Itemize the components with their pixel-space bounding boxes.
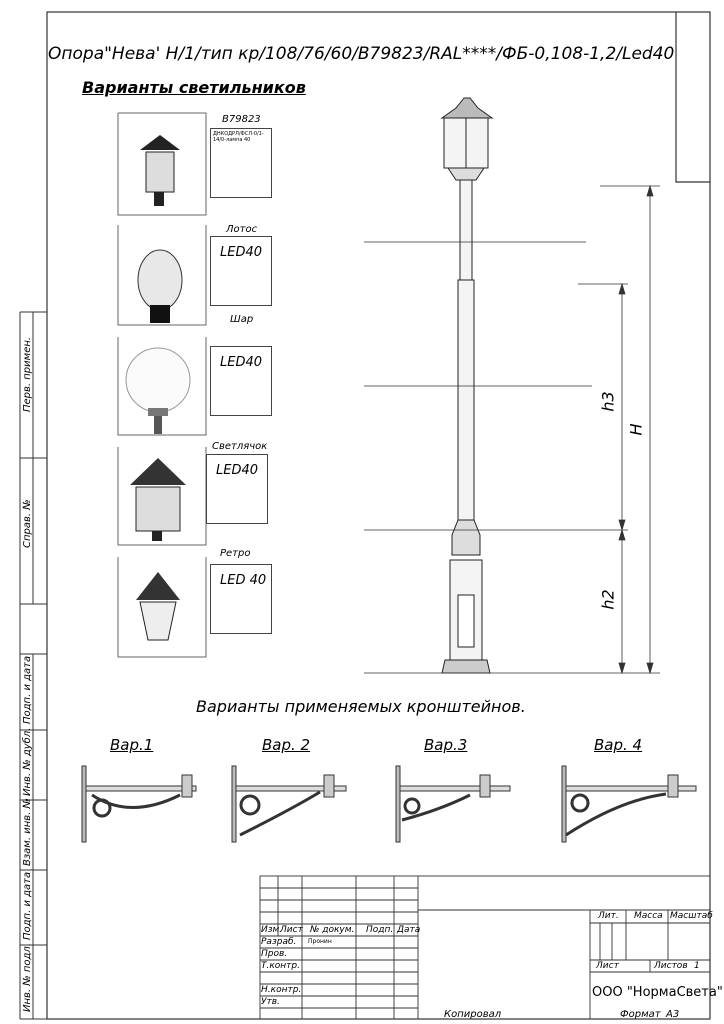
dimension-lines — [618, 184, 654, 675]
side-label-inv-podl: Инв. № подл. — [22, 943, 33, 1012]
bracket-2-drawing — [231, 765, 347, 843]
lamp-name-retro: Ретро — [220, 548, 251, 559]
side-label-podp-data-1: Подп. и дата — [22, 655, 33, 724]
bracket-label-2: Вар. 2 — [262, 736, 311, 754]
side-label-podp-data-2: Подп. и дата — [22, 871, 33, 940]
bracket-label-1: Вар.1 — [110, 736, 154, 754]
dimension-H: H — [626, 423, 646, 436]
stamp-podp: Подп. — [366, 925, 394, 935]
footer-kopiroval: Копировал — [444, 1009, 502, 1020]
lamp-value-lotos: LED40 — [220, 245, 263, 260]
bracket-variants-heading: Варианты применяемых кронштейнов. — [196, 697, 526, 716]
lamp-retro-icon — [136, 572, 180, 641]
lamp-box-shar: LED40 — [210, 346, 272, 416]
lamp-shar-icon — [125, 347, 191, 434]
stamp-razrab: Разраб. — [261, 937, 297, 947]
lamp-value-retro: LED 40 — [220, 573, 267, 588]
lamp-svetlyachok-icon — [130, 458, 186, 541]
pole-drawing — [440, 97, 494, 674]
lamp-variants-heading: Варианты светильников — [82, 78, 306, 97]
lamp-name-svetlyachok: Светлячок — [212, 441, 268, 452]
title-block-grid — [259, 875, 711, 1020]
lamp-value-shar: LED40 — [220, 355, 263, 370]
stamp-masshtab: Масштаб — [670, 911, 713, 921]
lamp-box-b79823: ДНКОДРЛ/ФСЛ-0/1-14/0-лампа 40 — [210, 128, 272, 198]
stamp-utv: Утв. — [261, 997, 280, 1007]
footer-format-val: А3 — [666, 1009, 680, 1020]
footer-format: Формат — [620, 1009, 661, 1020]
stamp-listov-val: 1 — [694, 961, 700, 971]
bracket-4-drawing — [561, 765, 697, 843]
stamp-lit: Лит. — [598, 911, 619, 921]
bracket-1-drawing — [81, 765, 197, 843]
lamp-box-svetlyachok: LED40 — [206, 454, 268, 524]
stamp-ndokum: № докум. — [310, 925, 355, 935]
lamp-name-shar: Шар — [230, 314, 254, 325]
stamp-data: Дата — [397, 925, 421, 935]
lamp-box-lotos: LED40 — [210, 236, 272, 306]
stamp-listov: Листов — [654, 961, 688, 971]
lamp-value-svetlyachok: LED40 — [216, 463, 259, 478]
reference-lines — [364, 185, 660, 674]
stamp-nkontr: Н.контр. — [261, 985, 302, 995]
dimension-h3: h3 — [598, 391, 618, 412]
stamp-prov: Пров. — [261, 949, 288, 959]
stamp-massa: Масса — [634, 911, 663, 921]
side-label-vzam-inv: Взам. инв. № — [22, 798, 33, 866]
stamp-list: Лист — [280, 925, 303, 935]
side-label-perv-primen: Перв. примен. — [22, 336, 33, 412]
bracket-label-4: Вар. 4 — [594, 736, 643, 754]
lamp-b79823-icon — [140, 135, 180, 206]
drawing-title: Опора"Нева' Н/1/тип кр/108/76/60/В79823/… — [48, 44, 675, 64]
lamp-panels — [117, 112, 207, 658]
stamp-tkontr: Т.контр. — [261, 961, 301, 971]
lamp-box-retro: LED 40 — [210, 564, 272, 634]
stamp-list2: Лист — [596, 961, 619, 971]
side-label-inv-dubl: Инв. № дубл. — [22, 727, 33, 796]
stamp-izm: Изм. — [261, 925, 283, 935]
lamp-name-b79823: В79823 — [222, 114, 261, 125]
dimension-h2: h2 — [598, 589, 618, 610]
bracket-label-3: Вар.3 — [424, 736, 468, 754]
bracket-3-drawing — [395, 765, 511, 843]
lamp-note-b79823: ДНКОДРЛ/ФСЛ-0/1-14/0-лампа 40 — [213, 131, 264, 143]
side-label-sprav: Справ. № — [22, 499, 33, 548]
lamp-lotos-icon — [137, 249, 183, 323]
company-name: ООО "НормаСвета" — [592, 985, 723, 1000]
stamp-razrab-name: Пронин — [308, 938, 332, 945]
lamp-name-lotos: Лотос — [226, 224, 258, 235]
